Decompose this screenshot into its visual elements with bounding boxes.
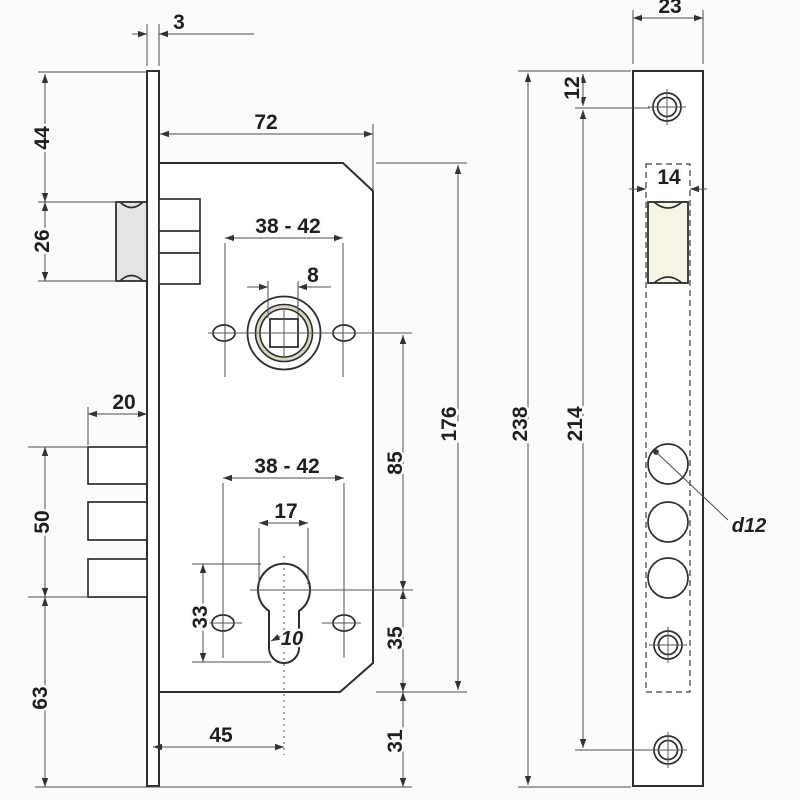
dim-body-height: 176 bbox=[376, 162, 467, 693]
dim-cylinder-to-body-bottom: 35 bbox=[382, 590, 410, 692]
latch-cutout bbox=[647, 201, 689, 284]
dim-backset-label: 45 bbox=[209, 724, 233, 747]
dim-backset: 45 bbox=[153, 722, 284, 751]
deadbolt-bolt-1 bbox=[87, 446, 148, 485]
dim-deadbolt-width: 20 bbox=[87, 389, 147, 445]
faceplate-edge bbox=[146, 70, 160, 787]
dim-cylinder-stem-label: 10 bbox=[281, 628, 303, 650]
dim-deadbolt-to-bottom: 63 bbox=[27, 597, 55, 787]
dim-hole-diameter: d12 bbox=[653, 449, 769, 540]
dim-top-to-latch: 44 bbox=[29, 71, 147, 202]
screw-hole-top bbox=[648, 89, 686, 125]
dim-plate-height-label: 238 bbox=[509, 406, 532, 441]
dim-cylinder-to-body-bottom-label: 35 bbox=[384, 626, 407, 650]
deadbolt-bolts bbox=[87, 446, 148, 598]
dim-plate-top-to-screw: 12 bbox=[559, 74, 650, 109]
deadbolt-bolt-2 bbox=[87, 501, 148, 541]
dim-cylinder-hole-span: 38 - 42 bbox=[222, 453, 345, 658]
dim-handle-hole-span: 38 - 42 bbox=[224, 213, 344, 377]
dim-body-width: 72 bbox=[160, 109, 374, 190]
dim-deadbolt-stack: 50 bbox=[28, 446, 88, 598]
dim-spindle-square-label: 8 bbox=[307, 264, 319, 287]
dim-body-to-plate-bottom: 31 bbox=[382, 692, 410, 787]
dim-hub-to-cylinder-label: 85 bbox=[384, 451, 407, 475]
dim-plate-thickness: 3 bbox=[132, 9, 254, 66]
deadbolt-bolt-3 bbox=[87, 558, 148, 598]
deadbolt-hole-2 bbox=[647, 501, 689, 543]
screw-hole-middle bbox=[649, 627, 687, 663]
cutout-dashed-outline bbox=[645, 163, 691, 693]
dim-cylinder-height-label: 33 bbox=[189, 605, 212, 628]
latch-bolt-body bbox=[158, 198, 201, 285]
dim-plate-height: 238 bbox=[507, 70, 631, 788]
dim-latch-cutout-width: 14 bbox=[629, 164, 707, 193]
dim-cylinder-height: 33 bbox=[187, 563, 271, 663]
dim-deadbolt-to-bottom-label: 63 bbox=[29, 686, 52, 709]
dim-deadbolt-width-label: 20 bbox=[112, 391, 135, 414]
dim-cylinder-width: 17 bbox=[258, 498, 309, 584]
dim-hole-diameter-label: d12 bbox=[732, 515, 766, 537]
dim-handle-hole-span-label: 38 - 42 bbox=[255, 215, 320, 238]
dim-cylinder-hole-span-label: 38 - 42 bbox=[254, 455, 319, 478]
dim-latch-height-label: 26 bbox=[31, 229, 54, 252]
dim-body-height-label: 176 bbox=[438, 406, 461, 441]
latch-bolt-head bbox=[115, 201, 148, 282]
dim-screw-to-screw: 214 bbox=[562, 110, 650, 751]
dim-hub-to-cylinder: 85 bbox=[382, 335, 410, 590]
dim-latch-cutout-width-label: 14 bbox=[657, 166, 681, 189]
front-view: 3 44 26 72 38 - 42 bbox=[27, 9, 467, 788]
dim-plate-width: 23 bbox=[632, 0, 704, 64]
dim-screw-to-screw-label: 214 bbox=[564, 406, 587, 441]
dim-latch-height: 26 bbox=[29, 201, 116, 282]
screw-hole-bottom bbox=[649, 732, 687, 768]
dim-body-to-plate-bottom-label: 31 bbox=[384, 729, 407, 753]
dim-plate-thickness-label: 3 bbox=[173, 11, 185, 34]
dim-spindle-square: 8 bbox=[247, 262, 331, 318]
dim-cylinder-width-label: 17 bbox=[274, 500, 297, 523]
dim-cylinder-stem: 10 bbox=[270, 626, 306, 653]
dim-plate-top-to-screw-label: 12 bbox=[561, 76, 584, 99]
deadbolt-hole-3 bbox=[647, 557, 689, 599]
dim-body-width-label: 72 bbox=[254, 111, 277, 134]
faceplate-view: 23 12 14 214 238 d12 bbox=[507, 0, 769, 788]
dim-plate-width-label: 23 bbox=[658, 0, 681, 18]
dim-top-to-latch-label: 44 bbox=[31, 126, 54, 150]
dim-deadbolt-stack-label: 50 bbox=[31, 510, 54, 533]
